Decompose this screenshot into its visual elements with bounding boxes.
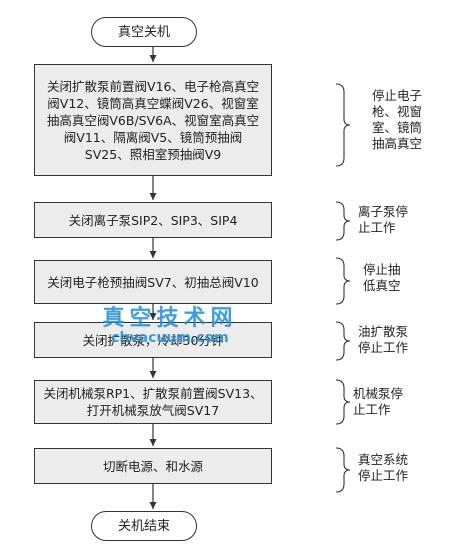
brace-2 xyxy=(335,201,351,241)
brace-6 xyxy=(335,447,351,493)
note-mechanical-pump-stop: 机械泵停 止工作 xyxy=(353,386,404,417)
step-3-text: 关闭电子枪预抽阀SV7、初抽总阀V10 xyxy=(47,274,259,290)
note-vacuum-system-stop: 真空系统 停止工作 xyxy=(358,452,409,483)
step-5-text: 关闭机械泵RP1、扩散泵前置阀SV13、打开机械泵放气阀SV17 xyxy=(43,386,263,418)
note-ion-pump-stop: 离子泵停 止工作 xyxy=(358,204,409,235)
brace-4 xyxy=(335,321,351,361)
start-terminal: 真空关机 xyxy=(91,17,197,47)
brace-3 xyxy=(335,257,351,305)
note-stop-rough-vacuum: 停止抽 低真空 xyxy=(363,262,401,293)
brace-5 xyxy=(335,379,351,425)
step-4-text: 关闭扩散泵，冷却30分钟 xyxy=(82,332,224,348)
step-1-text: 关闭扩散泵前置阀V16、电子枪高真空阀V12、镜筒高真空蝶阀V26、视窗室抽高真… xyxy=(46,78,260,162)
step-2-text: 关闭离子泵SIP2、SIP3、SIP4 xyxy=(68,212,238,228)
end-label: 关机结束 xyxy=(117,518,170,534)
step-close-high-vacuum-valves: 关闭扩散泵前置阀V16、电子枪高真空阀V12、镜筒高真空蝶阀V26、视窗室抽高真… xyxy=(34,64,272,176)
step-stop-diffusion-pump: 关闭扩散泵，冷却30分钟 xyxy=(34,322,272,358)
step-close-ion-pumps: 关闭离子泵SIP2、SIP3、SIP4 xyxy=(34,202,272,238)
step-cut-power-water: 切断电源、和水源 xyxy=(34,448,272,484)
brace-1 xyxy=(335,83,351,167)
end-terminal: 关机结束 xyxy=(91,511,197,541)
step-close-rough-valves: 关闭电子枪预抽阀SV7、初抽总阀V10 xyxy=(34,260,272,304)
note-diffusion-pump-stop: 油扩散泵 停止工作 xyxy=(358,324,409,355)
start-label: 真空关机 xyxy=(117,24,170,40)
step-6-text: 切断电源、和水源 xyxy=(102,458,203,474)
note-stop-high-vacuum: 停止电子 枪、视窗 室、镜筒 抽高真空 xyxy=(372,88,423,151)
step-stop-mechanical-pump: 关闭机械泵RP1、扩散泵前置阀SV13、打开机械泵放气阀SV17 xyxy=(34,380,272,424)
